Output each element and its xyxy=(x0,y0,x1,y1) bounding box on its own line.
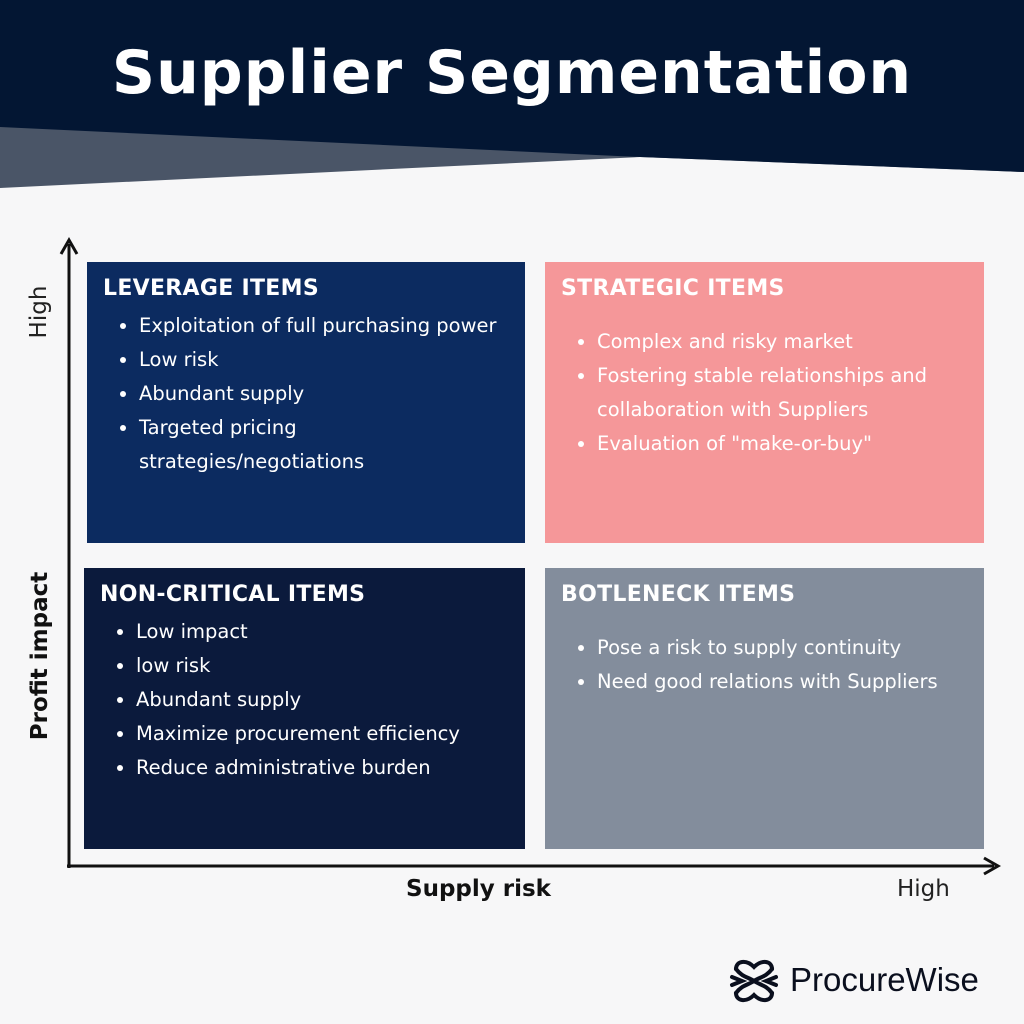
list-item: Maximize procurement efficiency xyxy=(136,717,509,751)
list-item: Need good relations with Suppliers xyxy=(597,665,968,699)
quadrant-non-critical-items: NON-CRITICAL ITEMS Low impact low risk A… xyxy=(84,568,525,849)
quadrant-title: LEVERAGE ITEMS xyxy=(103,276,319,301)
list-item: Fostering stable relationships and colla… xyxy=(597,359,968,427)
list-item: Exploitation of full purchasing power xyxy=(139,309,509,343)
list-item: Pose a risk to supply continuity xyxy=(597,631,968,665)
quadrant-strategic-items: STRATEGIC ITEMS Complex and risky market… xyxy=(545,262,984,543)
list-item: Reduce administrative burden xyxy=(136,751,509,785)
list-item: Evaluation of "make-or-buy" xyxy=(597,427,968,461)
procurewise-logo-icon xyxy=(730,960,778,1002)
quadrant-list: Complex and risky market Fostering stabl… xyxy=(561,325,968,461)
brand-logo: ProcureWise xyxy=(728,955,1008,1007)
list-item: low risk xyxy=(136,649,509,683)
quadrant-title: NON-CRITICAL ITEMS xyxy=(100,582,366,607)
list-item: Abundant supply xyxy=(136,683,509,717)
quadrant-leverage-items: LEVERAGE ITEMS Exploitation of full purc… xyxy=(87,262,525,543)
y-axis xyxy=(59,236,79,868)
quadrant-list: Pose a risk to supply continuity Need go… xyxy=(561,631,968,699)
x-axis-title: Supply risk xyxy=(406,876,551,902)
x-axis xyxy=(67,856,1002,876)
brand-name: ProcureWise xyxy=(790,961,979,998)
list-item: Abundant supply xyxy=(139,377,509,411)
list-item: Complex and risky market xyxy=(597,325,968,359)
quadrant-list: Low impact low risk Abundant supply Maxi… xyxy=(100,615,509,785)
y-axis-title: Profit impact xyxy=(27,571,53,741)
x-axis-high-label: High xyxy=(897,876,950,902)
list-item: Low impact xyxy=(136,615,509,649)
list-item: Low risk xyxy=(139,343,509,377)
y-axis-high-label: High xyxy=(26,285,52,339)
quadrant-title: STRATEGIC ITEMS xyxy=(561,276,785,301)
quadrant-title: BOTLENECK ITEMS xyxy=(561,582,796,607)
page-title: Supplier Segmentation xyxy=(111,38,913,108)
list-item: Targeted pricing strategies/negotiations xyxy=(139,411,509,479)
quadrant-list: Exploitation of full purchasing power Lo… xyxy=(103,309,509,479)
quadrant-bottleneck-items: BOTLENECK ITEMS Pose a risk to supply co… xyxy=(545,568,984,849)
header-banner xyxy=(0,0,1024,200)
